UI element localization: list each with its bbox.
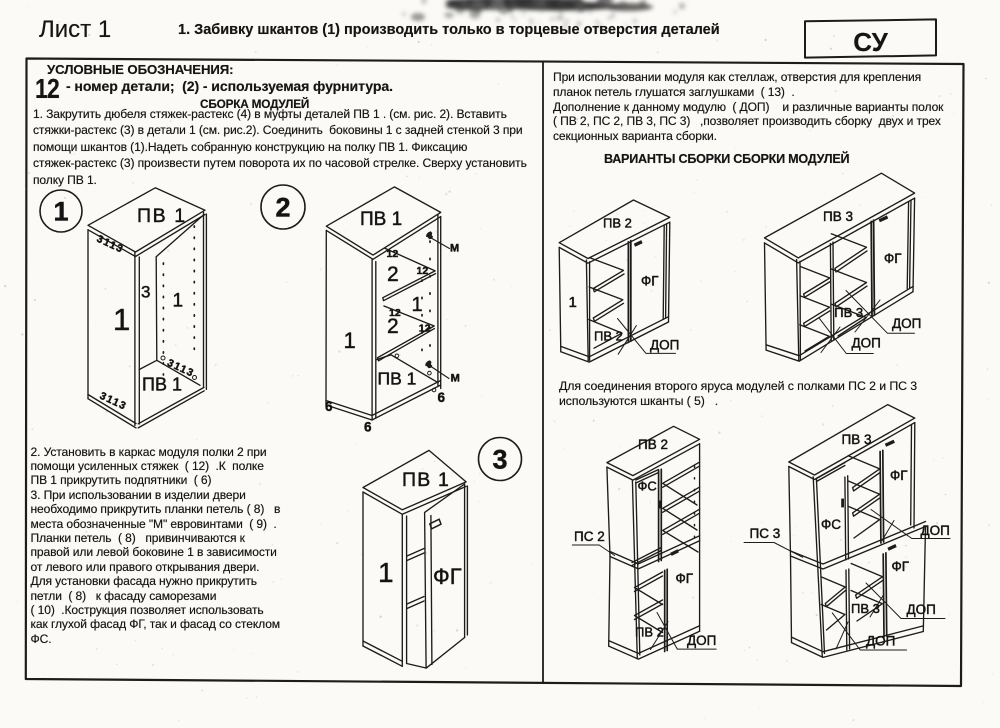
svg-text:ПВ 1: ПВ 1 — [137, 205, 187, 227]
svg-text:1: 1 — [173, 291, 184, 312]
svg-text:3: 3 — [492, 445, 507, 475]
svg-text:3113: 3113 — [95, 233, 126, 256]
svg-text:12: 12 — [389, 307, 401, 319]
svg-text:ДОП: ДОП — [852, 336, 881, 351]
svg-text:1: 1 — [378, 557, 394, 588]
svg-text:ПВ 2: ПВ 2 — [635, 625, 664, 640]
svg-text:ПВ 2: ПВ 2 — [603, 216, 632, 231]
svg-text:ДОП: ДОП — [907, 602, 936, 617]
svg-text:ФГ: ФГ — [890, 468, 908, 483]
svg-text:ПВ 3: ПВ 3 — [834, 305, 863, 320]
svg-text:ПС 3: ПС 3 — [750, 526, 781, 541]
svg-text:М: М — [450, 243, 459, 255]
svg-text:ДОП: ДОП — [921, 523, 950, 538]
svg-text:ПВ 2: ПВ 2 — [638, 437, 668, 452]
svg-text:ПВ 1: ПВ 1 — [378, 369, 417, 389]
svg-text:2: 2 — [275, 193, 290, 223]
svg-text:ДОП: ДОП — [687, 633, 716, 648]
svg-text:1: 1 — [113, 302, 130, 337]
svg-text:ФГ: ФГ — [676, 571, 694, 586]
svg-text:12: 12 — [387, 248, 399, 260]
svg-text:ПВ 3: ПВ 3 — [823, 209, 853, 224]
svg-text:ПС 2: ПС 2 — [574, 529, 605, 544]
svg-text:1: 1 — [53, 197, 68, 227]
svg-text:ПВ 3: ПВ 3 — [851, 601, 880, 616]
svg-text:ФГ: ФГ — [641, 274, 659, 289]
svg-text:ФГ: ФГ — [892, 559, 910, 574]
svg-text:2: 2 — [387, 315, 399, 338]
svg-text:1: 1 — [344, 328, 356, 353]
svg-text:1: 1 — [569, 294, 577, 311]
svg-text:ФГ: ФГ — [433, 564, 462, 589]
svg-text:12: 12 — [417, 265, 429, 277]
svg-text:ДОП: ДОП — [892, 316, 921, 331]
svg-text:12: 12 — [419, 323, 431, 335]
svg-text:6: 6 — [364, 420, 372, 435]
svg-text:ДОП: ДОП — [650, 338, 679, 353]
svg-text:3: 3 — [141, 283, 150, 302]
svg-text:ФС: ФС — [638, 479, 657, 494]
svg-text:М: М — [451, 373, 460, 385]
svg-text:ПВ 1: ПВ 1 — [402, 469, 450, 491]
svg-text:1: 1 — [412, 294, 423, 316]
svg-text:ФГ: ФГ — [884, 251, 902, 266]
svg-text:ФС: ФС — [821, 517, 841, 532]
svg-text:ПВ 1: ПВ 1 — [142, 375, 182, 395]
svg-text:ПВ 3: ПВ 3 — [842, 432, 872, 447]
svg-text:2: 2 — [387, 263, 399, 286]
svg-text:ПВ 1: ПВ 1 — [360, 209, 402, 230]
svg-text:ПВ 2: ПВ 2 — [594, 329, 623, 344]
svg-text:ДОП: ДОП — [866, 634, 895, 649]
svg-text:6: 6 — [438, 390, 446, 405]
svg-text:6: 6 — [325, 399, 333, 414]
